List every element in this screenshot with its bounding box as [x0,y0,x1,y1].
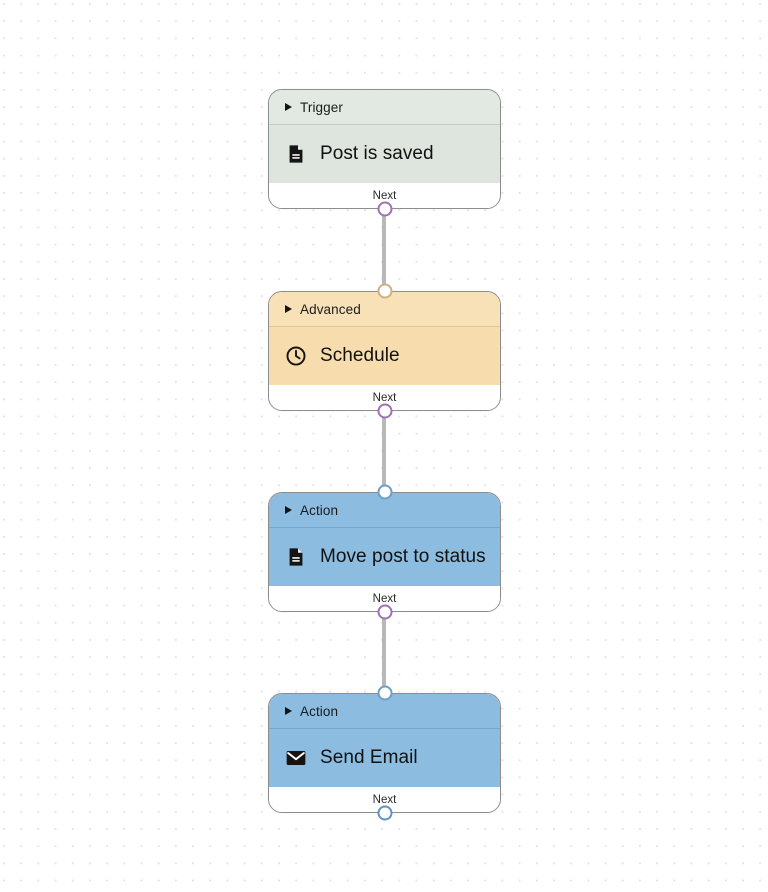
source-handle-trigger-post-is-saved[interactable] [377,201,392,217]
target-handle-action-move-post-to-status[interactable] [377,484,392,500]
chevron-right-icon[interactable] [285,103,292,111]
node-title: Post is saved [320,143,434,164]
envelope-icon [286,751,306,765]
source-handle-action-move-post-to-status[interactable] [377,604,392,620]
node-category-label: Advanced [300,301,361,317]
node-title: Move post to status [320,546,486,567]
node-body[interactable]: Send Email [269,729,500,787]
node-header[interactable]: Advanced [269,292,500,326]
node-next-label: Next [372,391,397,404]
node-next-label: Next [372,592,397,605]
target-handle-action-send-email[interactable] [377,685,392,701]
node-body[interactable]: Post is saved [269,125,500,183]
node-category-label: Trigger [300,99,343,115]
node-next-label: Next [372,793,397,806]
node-body[interactable]: Schedule [269,327,500,385]
node-divider [269,527,500,528]
node-divider [269,124,500,125]
node-divider [269,728,500,729]
chevron-right-icon[interactable] [285,305,292,313]
node-title: Schedule [320,345,400,366]
source-handle-advanced-schedule[interactable] [377,403,392,419]
node-divider [269,326,500,327]
node-title: Send Email [320,747,418,768]
node-header[interactable]: Trigger [269,90,500,124]
target-handle-advanced-schedule[interactable] [377,283,392,299]
node-next-label: Next [372,189,397,202]
node-body[interactable]: Move post to status [269,528,500,586]
document-icon [289,145,303,163]
clock-icon [286,346,306,366]
chevron-right-icon[interactable] [285,707,292,715]
node-category-label: Action [300,502,339,518]
document-icon [289,548,303,566]
source-handle-action-send-email[interactable] [377,805,392,821]
chevron-right-icon[interactable] [285,506,292,514]
node-category-label: Action [300,703,339,719]
